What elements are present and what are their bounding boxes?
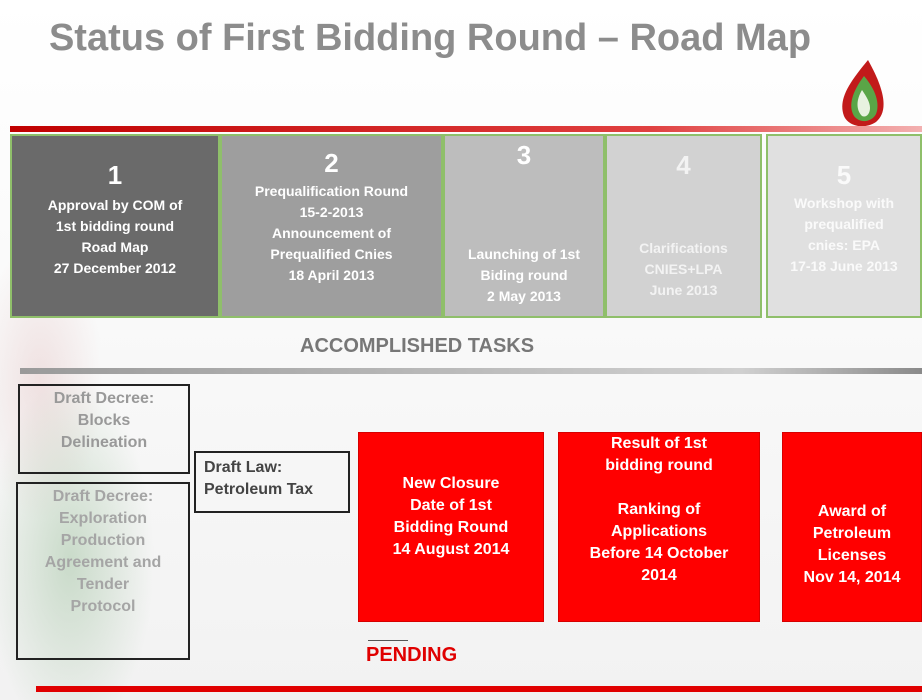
pending-overline [368, 640, 408, 641]
pending-label: PENDING [366, 644, 458, 666]
step-number: 3 [516, 140, 532, 170]
step-card-5: 5 Workshop with prequalified cnies: EPA … [766, 134, 922, 318]
bottom-divider [36, 686, 922, 692]
draft-law-petroleum-tax: Draft Law: Petroleum Tax [194, 451, 350, 513]
step-text: Launching of 1st Biding round 2 May 2013 [468, 246, 580, 304]
slide-title: Status of First Bidding Round – Road Map [48, 17, 812, 59]
step-text: Clarifications CNIES+LPA June 2013 [639, 240, 728, 298]
pending-task-award: Award of Petroleum Licenses Nov 14, 2014 [782, 432, 922, 622]
step-number: 4 [676, 150, 691, 180]
step-card-3: 3 Launching of 1st Biding round 2 May 20… [443, 134, 605, 318]
step-number: 2 [324, 148, 339, 178]
step-number: 5 [836, 160, 852, 190]
progress-arrow [20, 368, 922, 374]
step-number: 1 [107, 160, 123, 190]
title-divider [10, 126, 922, 132]
step-card-4: 4 Clarifications CNIES+LPA June 2013 [605, 134, 762, 318]
draft-decree-blocks: Draft Decree: Blocks Delineation [18, 384, 190, 474]
step-card-1: 1 Approval by COM of 1st bidding round R… [10, 134, 220, 318]
step-text: Prequalification Round 15-2-2013 Announc… [254, 183, 409, 283]
drop-logo-icon [842, 60, 884, 127]
pending-task-results: Result of 1st bidding round Ranking of A… [558, 432, 760, 622]
pending-task-closure-date: New Closure Date of 1st Bidding Round 14… [358, 432, 544, 622]
draft-decree-exploration: Draft Decree: Exploration Production Agr… [16, 482, 190, 660]
accomplished-tasks-label: ACCOMPLISHED TASKS [300, 335, 535, 357]
step-text: Approval by COM of 1st bidding round Roa… [47, 197, 183, 276]
step-card-2: 2 Prequalification Round 15-2-2013 Annou… [220, 134, 443, 318]
step-text: Workshop with prequalified cnies: EPA 17… [790, 195, 898, 274]
